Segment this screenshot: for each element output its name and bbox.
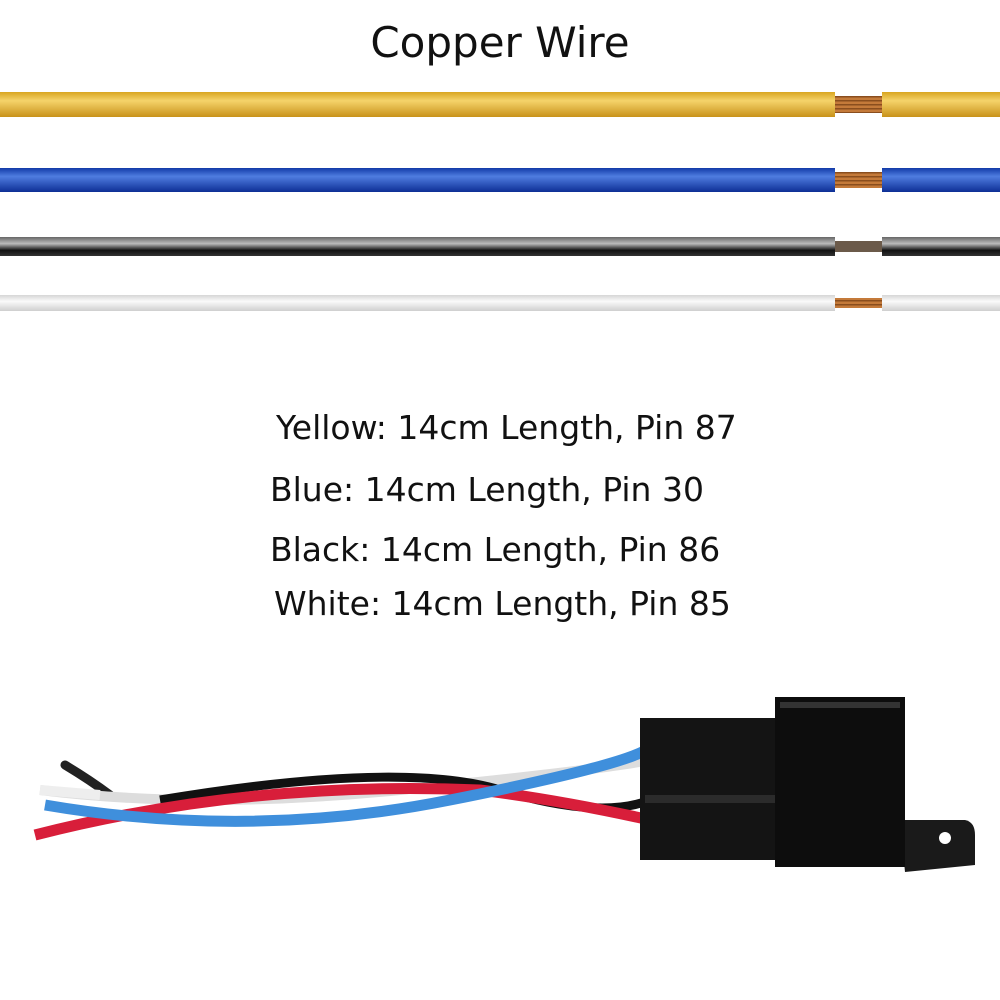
white-wire	[0, 295, 1000, 311]
spec-yellow: Yellow: 14cm Length, Pin 87	[276, 408, 737, 447]
black-wire	[0, 237, 1000, 256]
relay-harness	[33, 697, 975, 872]
spec-blue: Blue: 14cm Length, Pin 30	[270, 470, 704, 509]
spec-black: Black: 14cm Length, Pin 86	[270, 530, 721, 569]
blue-wire	[0, 168, 1000, 192]
spec-white: White: 14cm Length, Pin 85	[274, 584, 731, 623]
yellow-wire	[0, 92, 1000, 117]
title: Copper Wire	[370, 18, 630, 67]
